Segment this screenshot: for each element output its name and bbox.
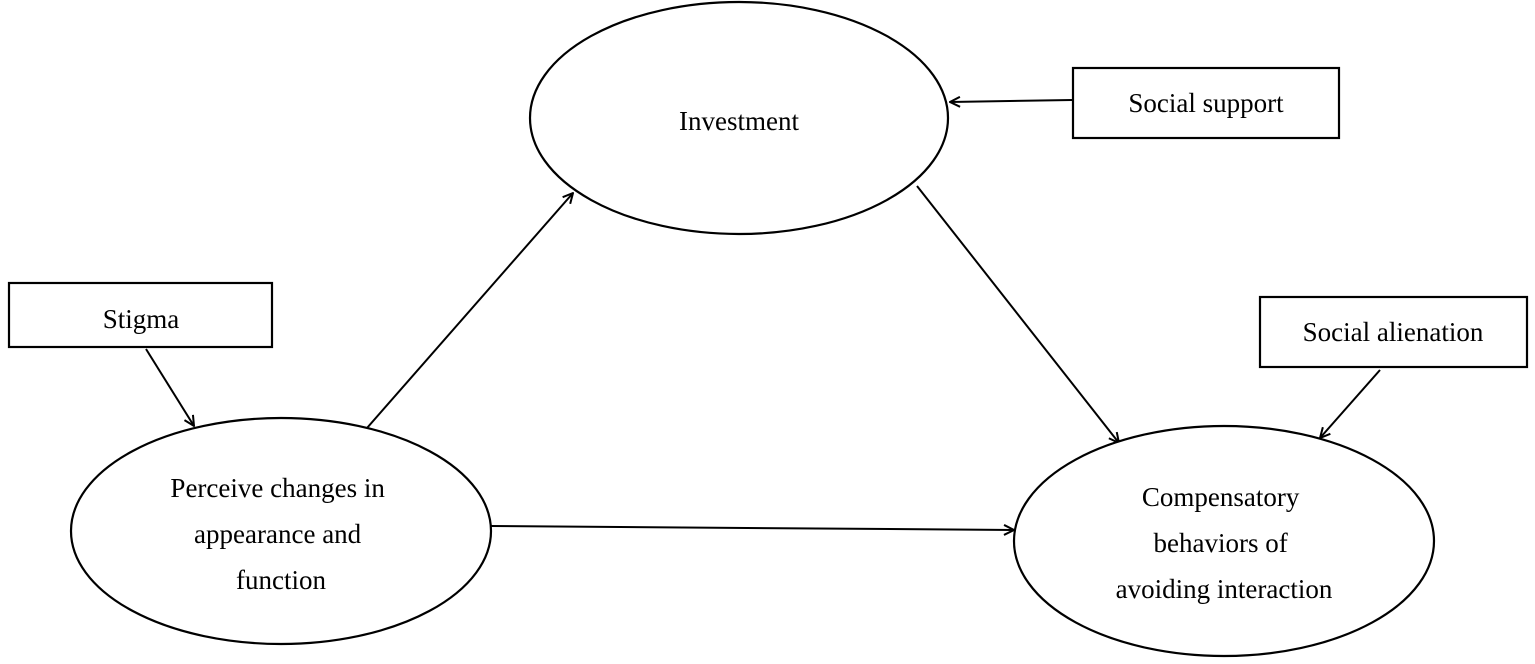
edges — [145, 100, 1381, 530]
edge-investment-to-compensatory — [916, 185, 1119, 443]
stigma-label: Stigma — [103, 304, 180, 334]
compensatory-label: Compensatory behaviors of avoiding inter… — [1116, 482, 1333, 604]
stigma-line: Stigma — [103, 304, 180, 334]
perceive-changes-line-3: function — [236, 565, 326, 595]
perceive-changes-line-1: Perceive changes in — [170, 473, 385, 503]
node-compensatory: Compensatory behaviors of avoiding inter… — [1012, 424, 1436, 658]
edge-social-support-to-investment — [950, 100, 1073, 102]
perceive-changes-label: Perceive changes in appearance and funct… — [170, 473, 391, 595]
edge-stigma-to-perceive-changes — [145, 348, 194, 426]
edge-perceive-changes-to-compensatory — [490, 526, 1014, 530]
social-support-line: Social support — [1128, 88, 1284, 118]
social-support-box — [1071, 66, 1341, 140]
social-alienation-line: Social alienation — [1303, 317, 1484, 347]
edge-social-alienation-to-compensatory — [1320, 369, 1381, 438]
compensatory-line-1: Compensatory — [1142, 482, 1300, 512]
perceive-changes-line-2: appearance and — [194, 519, 362, 549]
node-perceive-changes: Perceive changes in appearance and funct… — [69, 416, 493, 646]
compensatory-ellipse — [1012, 424, 1436, 658]
investment-label: Investment — [679, 106, 799, 136]
investment-ellipse — [528, 0, 950, 236]
edge-perceive-changes-to-investment — [366, 193, 573, 429]
node-stigma: Stigma — [7, 281, 274, 349]
social-alienation-box — [1258, 295, 1529, 369]
node-investment: Investment — [528, 0, 950, 236]
compensatory-line-2: behaviors of — [1154, 528, 1288, 558]
stigma-box — [7, 281, 274, 349]
node-social-support: Social support — [1071, 66, 1341, 140]
node-social-alienation: Social alienation — [1258, 295, 1529, 369]
compensatory-line-3: avoiding interaction — [1116, 574, 1333, 604]
social-support-label: Social support — [1128, 88, 1284, 118]
social-alienation-label: Social alienation — [1303, 317, 1484, 347]
investment-line: Investment — [679, 106, 799, 136]
perceive-changes-ellipse — [69, 416, 493, 646]
